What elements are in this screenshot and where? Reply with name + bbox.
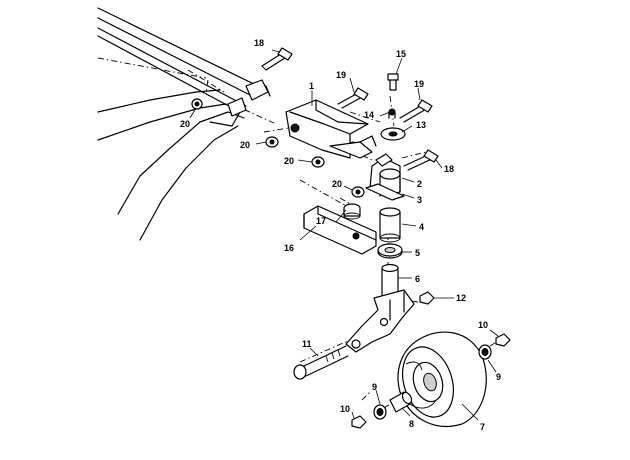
callout-7: 7 xyxy=(480,422,485,432)
callout-16: 16 xyxy=(284,243,294,253)
callout-15: 15 xyxy=(396,49,406,59)
callout-10-right: 10 xyxy=(478,320,488,330)
frame-bracket xyxy=(227,79,269,117)
nut-20-c xyxy=(351,186,365,198)
washer-13 xyxy=(380,127,406,141)
callout-labels: 1 2 3 4 5 6 7 8 9 9 10 10 11 12 13 14 15… xyxy=(180,38,501,432)
bolt-15 xyxy=(387,73,399,91)
callout-20-b: 20 xyxy=(284,156,294,166)
bolt-19-right xyxy=(399,99,433,123)
callout-13: 13 xyxy=(416,120,426,130)
callout-8: 8 xyxy=(409,419,414,429)
bracket-1 xyxy=(285,99,377,159)
cap-17 xyxy=(343,203,361,220)
callout-2: 2 xyxy=(417,179,422,189)
callout-20-a: 20 xyxy=(240,140,250,150)
axle-bolt-11 xyxy=(293,345,349,380)
nut-20-b xyxy=(311,156,325,168)
callout-19-right: 19 xyxy=(414,79,424,89)
callout-10-left: 10 xyxy=(340,404,350,414)
bushing-4 xyxy=(379,207,401,243)
bolt-18-right xyxy=(403,149,439,171)
nut-12 xyxy=(419,291,435,305)
callout-14: 14 xyxy=(364,110,374,120)
bolt-18-upper xyxy=(261,47,293,71)
callout-12: 12 xyxy=(456,293,466,303)
pin-14 xyxy=(388,108,396,119)
callout-3: 3 xyxy=(417,195,422,205)
callout-9-right: 9 xyxy=(496,372,501,382)
nut-10-right xyxy=(495,333,511,347)
callout-1: 1 xyxy=(309,81,314,91)
nut-20-a xyxy=(265,136,279,148)
callout-18-right: 18 xyxy=(444,164,454,174)
plate-3 xyxy=(365,183,405,201)
callout-20-c: 20 xyxy=(332,179,342,189)
spacer-8 xyxy=(389,391,413,413)
washer-5 xyxy=(377,243,403,259)
bearing-9-left xyxy=(373,404,387,420)
callout-9-left: 9 xyxy=(372,382,377,392)
callout-17: 17 xyxy=(316,216,326,226)
bolt-19-left xyxy=(337,87,369,109)
callout-6: 6 xyxy=(415,274,420,284)
caster-fork-6 xyxy=(345,263,415,353)
callout-11: 11 xyxy=(302,339,312,349)
callout-20-left: 20 xyxy=(180,119,190,129)
nut-10-left xyxy=(351,415,367,429)
leader-lines xyxy=(189,49,499,421)
callout-18-upper: 18 xyxy=(254,38,264,48)
nut-20-left xyxy=(191,98,203,110)
callout-4: 4 xyxy=(419,222,424,232)
callout-5: 5 xyxy=(415,248,420,258)
arm-16 xyxy=(303,205,377,255)
callout-19-left: 19 xyxy=(336,70,346,80)
bearing-9-right xyxy=(478,344,492,360)
wheel-7 xyxy=(397,331,487,428)
